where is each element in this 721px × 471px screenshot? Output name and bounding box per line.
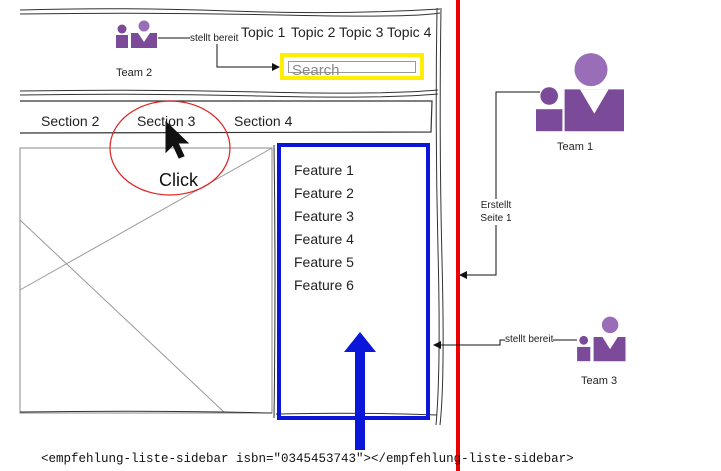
header-divider — [19, 89, 439, 94]
click-highlight-circle — [109, 100, 231, 196]
search-placeholder: Search — [292, 62, 340, 79]
content-bottom-edge — [19, 410, 273, 414]
team1-creates-label: Erstellt Seite 1 — [474, 199, 518, 225]
image-placeholder-diagonal-2 — [19, 219, 226, 414]
team3-people-icon — [577, 316, 626, 362]
sidebar-feature-6[interactable]: Feature 6 — [294, 277, 354, 293]
topic-2-link[interactable]: Topic 2 — [291, 24, 336, 40]
team3-provides-label: stellt bereit — [505, 334, 554, 345]
team2-connector — [158, 37, 276, 68]
image-placeholder — [19, 147, 273, 414]
team3-connector-arrowhead — [433, 341, 441, 349]
topic-3-link[interactable]: Topic 3 — [339, 24, 384, 40]
team1-connector-arrowhead — [459, 271, 467, 279]
sidebar-feature-2[interactable]: Feature 2 — [294, 185, 354, 201]
cursor-pointer-icon — [165, 120, 190, 159]
blue-arrow-shaft — [355, 350, 365, 450]
team2-provides-label: stellt bereit — [190, 33, 239, 44]
nav-section-4[interactable]: Section 4 — [234, 113, 293, 129]
team2-connector-arrowhead — [272, 63, 280, 71]
click-label: Click — [159, 170, 198, 190]
topic-4-link[interactable]: Topic 4 — [387, 24, 432, 40]
sidebar-sketch-left — [273, 144, 276, 419]
sidebar-feature-1[interactable]: Feature 1 — [294, 162, 354, 178]
sidebar-feature-5[interactable]: Feature 5 — [294, 254, 354, 270]
blue-arrow-head — [344, 332, 376, 352]
image-placeholder-diagonal-1 — [19, 147, 273, 291]
team2-label: Team 2 — [116, 67, 153, 79]
sidebar-feature-4[interactable]: Feature 4 — [294, 231, 354, 247]
team1-label: Team 1 — [557, 141, 594, 153]
nav-section-2[interactable]: Section 2 — [41, 113, 100, 129]
nav-section-3[interactable]: Section 3 — [137, 113, 196, 129]
sidebar-highlight-box — [277, 143, 430, 420]
sketch-frame-top-double — [19, 12, 441, 17]
sketch-frame-right — [435, 7, 440, 426]
nav-bar-box — [19, 100, 433, 134]
search-highlight-box: Search — [280, 53, 424, 80]
team3-label: Team 3 — [581, 375, 618, 387]
sketch-frame-top — [19, 8, 441, 14]
header-divider-double — [19, 93, 439, 98]
team2-people-icon — [116, 20, 157, 48]
sidebar-feature-3[interactable]: Feature 3 — [294, 208, 354, 224]
team1-people-icon — [536, 53, 624, 132]
sketch-frame-right-double — [439, 7, 444, 426]
search-input[interactable]: Search — [288, 61, 416, 79]
team1-connector — [462, 91, 540, 276]
component-code-snippet: <empfehlung-liste-sidebar isbn="03454537… — [41, 452, 574, 466]
topic-1-link[interactable]: Topic 1 — [241, 24, 286, 40]
